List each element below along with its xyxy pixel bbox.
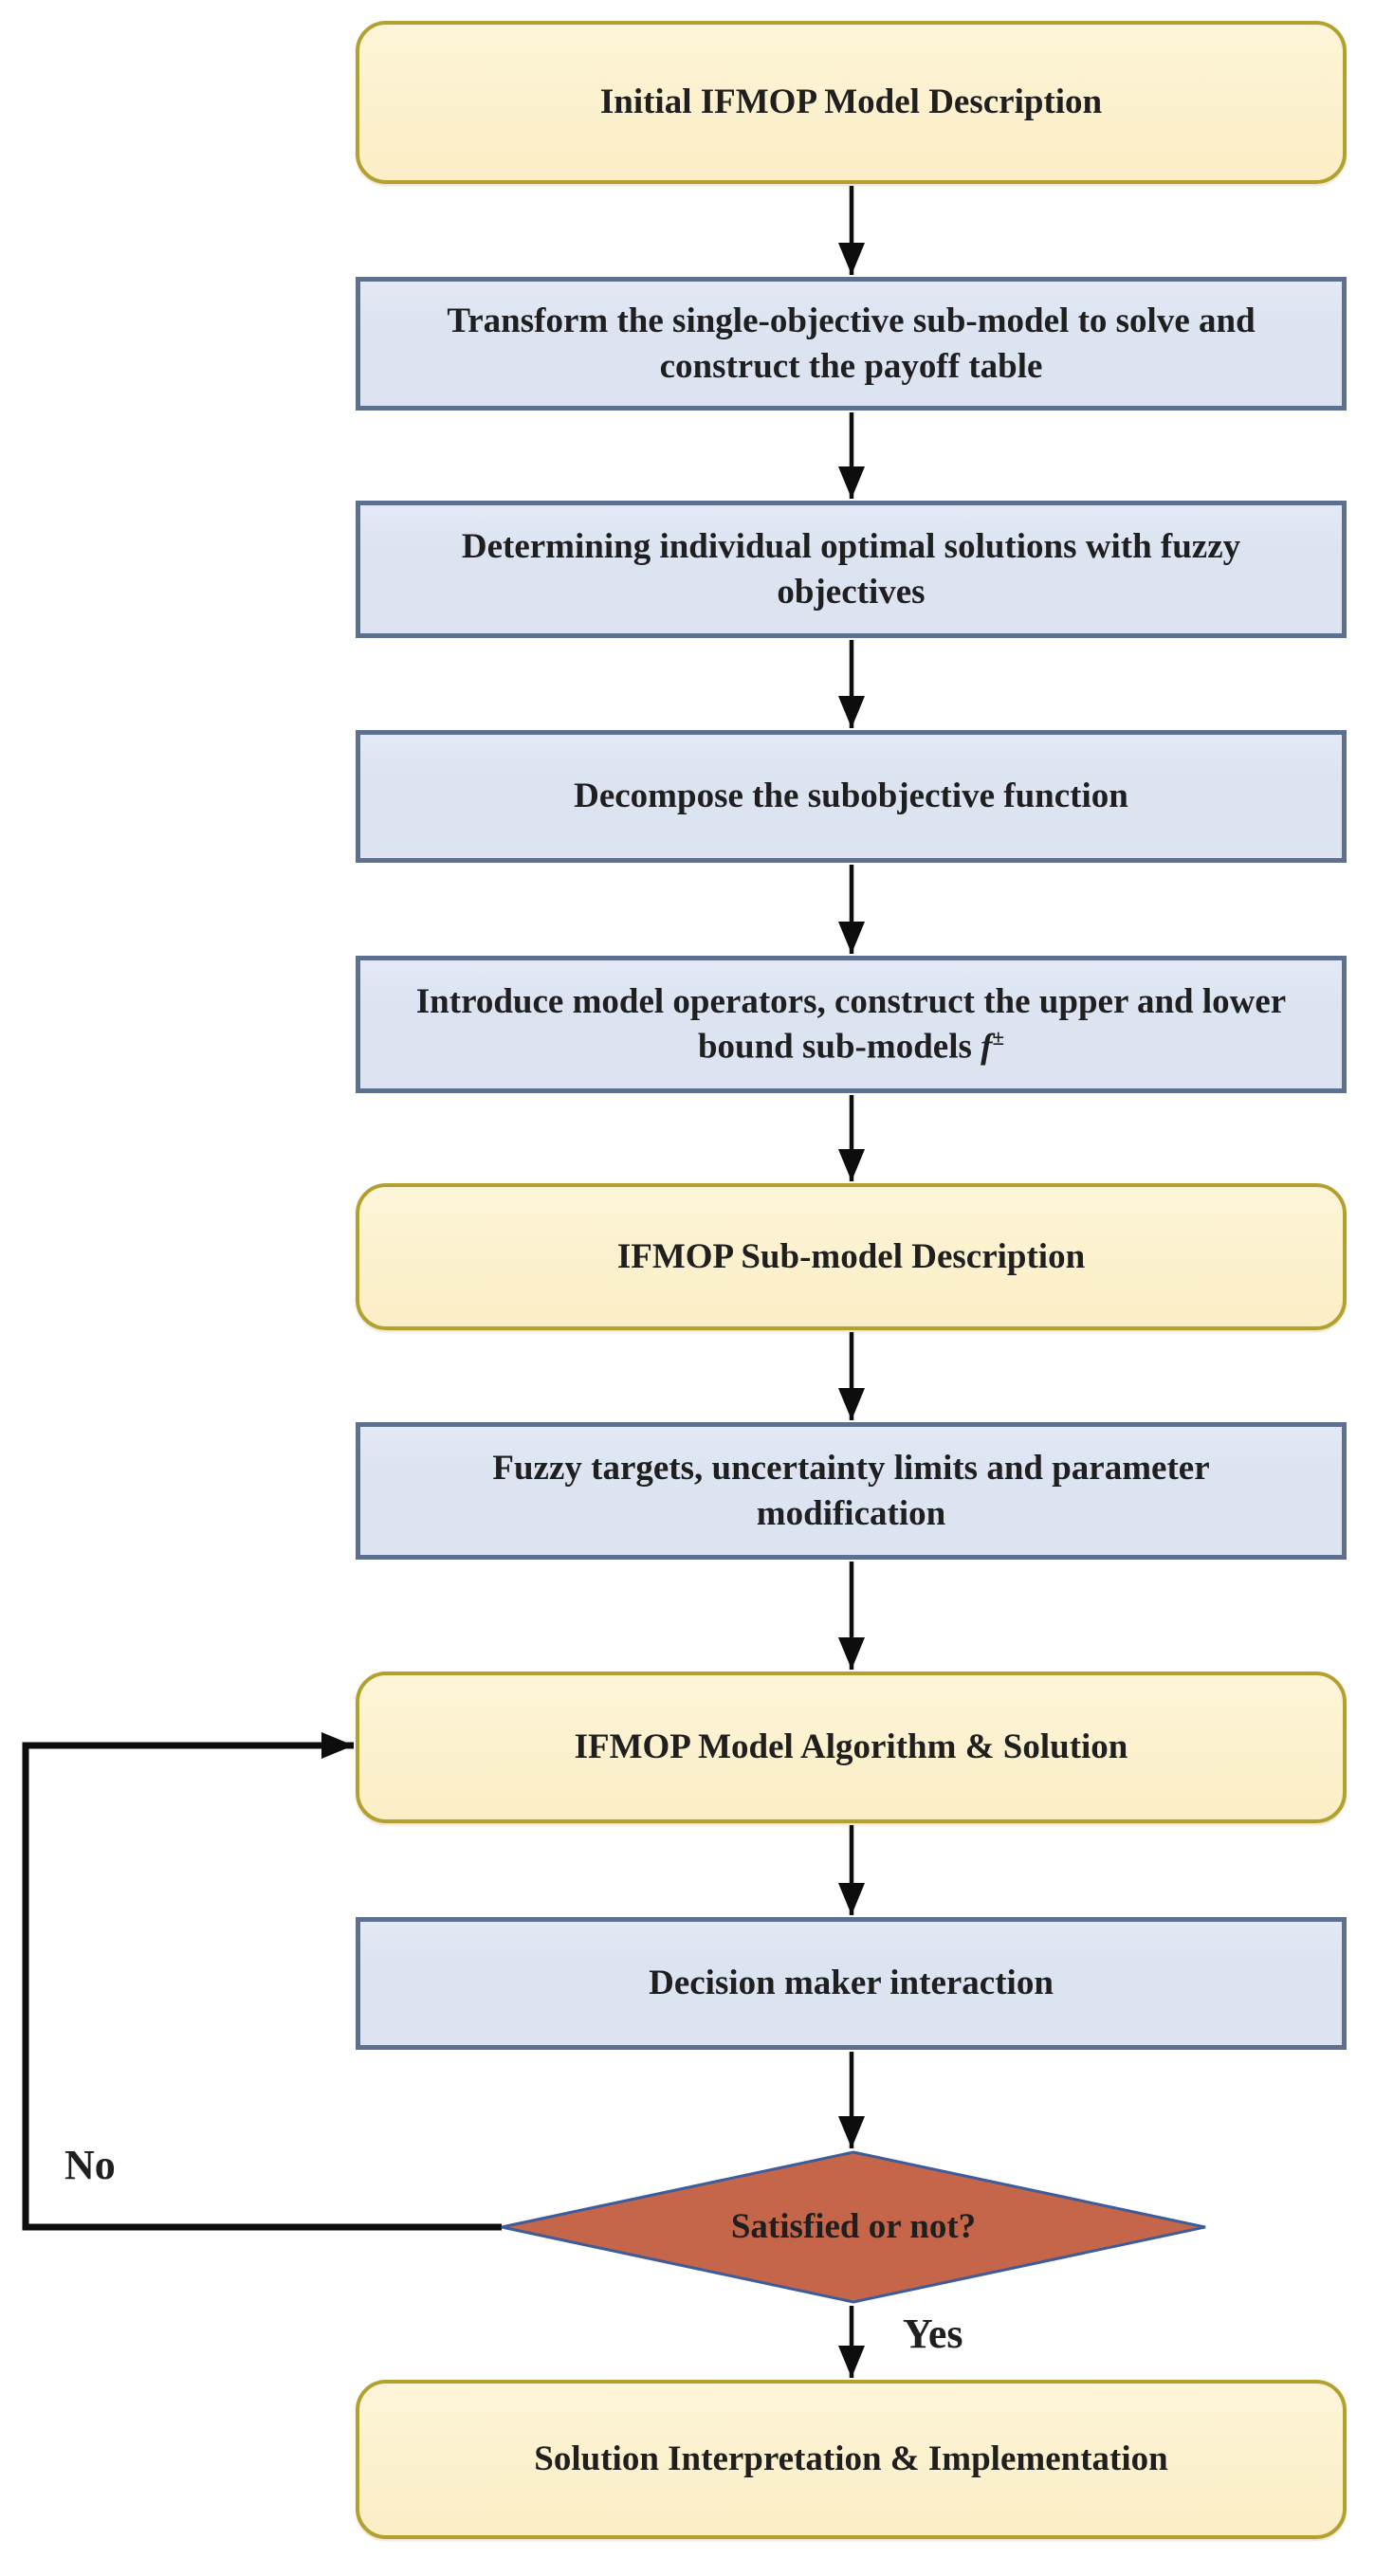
node-label: IFMOP Model Algorithm & Solution	[574, 1727, 1128, 1767]
flow-node-determine-optimal-solutions: Determining individual optimal solutions…	[356, 501, 1347, 638]
flow-node-ifmop-submodel-description: IFMOP Sub-model Description	[356, 1183, 1347, 1330]
formula-plus-minus: ±	[992, 1026, 1005, 1050]
node-label: Fuzzy targets, uncertainty limits and pa…	[492, 1449, 1210, 1533]
flow-node-introduce-operators: Introduce model operators, construct the…	[356, 956, 1347, 1093]
decision-diamond-shape	[501, 2150, 1206, 2304]
node-label: Introduce model operators, construct the…	[415, 981, 1287, 1067]
no-branch-label: No	[64, 2142, 116, 2188]
node-label: Decision maker interaction	[649, 1964, 1054, 2003]
flow-node-decompose-subobjective: Decompose the subobjective function	[356, 730, 1347, 863]
node-label: IFMOP Sub-model Description	[616, 1236, 1086, 1276]
flow-node-fuzzy-targets: Fuzzy targets, uncertainty limits and pa…	[356, 1422, 1347, 1560]
node-label: Initial IFMOP Model Description	[599, 82, 1103, 122]
node-label: Transform the single-objective sub-model…	[447, 301, 1256, 386]
formula-f: f	[981, 1027, 993, 1067]
flow-node-satisfied-decision: Satisfied or not?	[500, 2150, 1207, 2304]
flow-node-initial-ifmop-model: Initial IFMOP Model Description	[356, 21, 1347, 184]
yes-branch-label: Yes	[903, 2311, 963, 2357]
flow-node-decision-maker-interaction: Decision maker interaction	[356, 1917, 1347, 2050]
node-label: Determining individual optimal solutions…	[461, 527, 1241, 612]
node-label: Satisfied or not?	[730, 2207, 977, 2247]
flow-node-solution-interpretation: Solution Interpretation & Implementation	[356, 2380, 1347, 2539]
node-label: Solution Interpretation & Implementation	[534, 2439, 1168, 2479]
flow-node-transform-submodel: Transform the single-objective sub-model…	[356, 277, 1347, 411]
node-label: Decompose the subobjective function	[574, 776, 1128, 816]
flow-node-ifmop-algorithm-solution: IFMOP Model Algorithm & Solution	[356, 1672, 1347, 1823]
